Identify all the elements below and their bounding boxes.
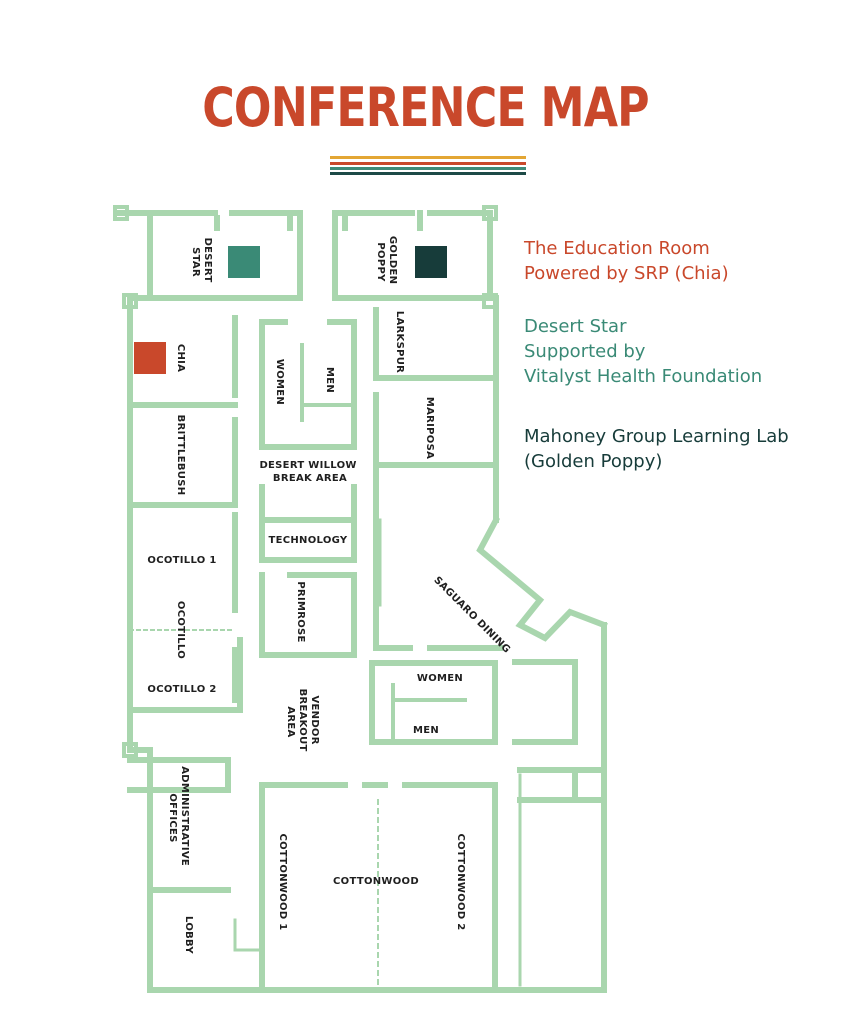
room-label-administrative-offices: ADMINISTRATIVE OFFICES [167, 766, 190, 870]
room-label-golden-poppy: GOLDEN POPPY [375, 236, 398, 288]
legend-line: Supported by [524, 341, 646, 362]
room-label-ocotillo-2: OCOTILLO 2 [147, 684, 216, 695]
decorative-stripe [330, 172, 526, 175]
room-label-saguaro-dining: SAGUARO DINING [431, 575, 512, 656]
room-label-mariposa: MARIPOSA [424, 397, 435, 459]
page-title: CONFERENCE MAP [202, 76, 649, 139]
legend-line: (Golden Poppy) [524, 451, 663, 472]
room-label-larkspur: LARKSPUR [394, 311, 405, 373]
legend-item-desert-star: Desert Star Supported by Vitalyst Health… [524, 314, 762, 389]
decorative-stripe [330, 156, 526, 159]
room-label-women-bottom: WOMEN [417, 673, 463, 684]
room-label-cottonwood-2: COTTONWOOD 2 [455, 834, 466, 931]
room-label-desert-star: DESERT STAR [190, 238, 213, 287]
legend-line: Mahoney Group Learning Lab [524, 426, 789, 447]
golden-poppy-marker [415, 246, 447, 278]
room-label-brittlebush: BRITTLEBUSH [175, 415, 186, 496]
room-label-men-bottom: MEN [413, 725, 439, 736]
legend-item-education-room: The Education Room Powered by SRP (Chia) [524, 236, 729, 286]
legend-line: The Education Room [524, 238, 710, 259]
decorative-stripe [330, 162, 526, 165]
room-label-primrose: PRIMROSE [295, 581, 306, 642]
room-label-vendor-breakout: VENDOR BREAKOUT AREA [285, 689, 320, 756]
room-label-cottonwood-1: COTTONWOOD 1 [277, 834, 288, 931]
desert-star-marker [228, 246, 260, 278]
legend-line: Desert Star [524, 316, 627, 337]
legend-item-mahoney-group: Mahoney Group Learning Lab (Golden Poppy… [524, 424, 789, 474]
room-label-lobby: LOBBY [183, 916, 194, 954]
decorative-stripe [330, 167, 526, 170]
legend-line: Powered by SRP (Chia) [524, 263, 729, 284]
room-label-ocotillo-1: OCOTILLO 1 [147, 555, 216, 566]
room-label-desert-willow: DESERT WILLOW BREAK AREA [259, 460, 360, 484]
floor-plan-walls [113, 205, 608, 993]
chia-marker [134, 342, 166, 374]
room-label-women-top: WOMEN [274, 359, 285, 405]
legend-line: Vitalyst Health Foundation [524, 366, 763, 387]
room-label-chia: CHIA [175, 344, 186, 372]
room-label-men-top: MEN [324, 367, 335, 393]
room-label-technology: TECHNOLOGY [269, 535, 348, 546]
room-label-ocotillo: OCOTILLO [175, 601, 186, 659]
room-label-cottonwood: COTTONWOOD [333, 876, 419, 887]
